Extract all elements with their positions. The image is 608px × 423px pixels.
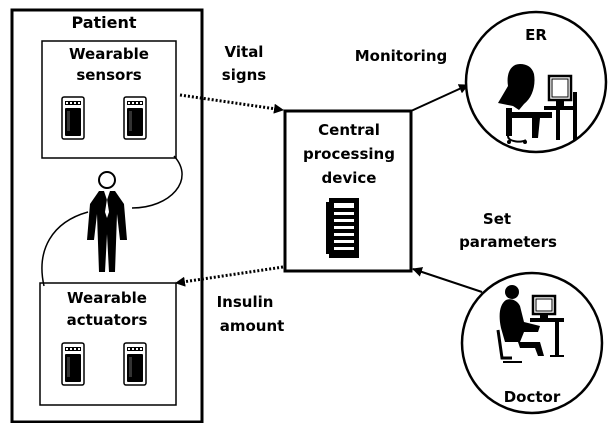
wearable-actuators-label-line2: actuators xyxy=(67,311,148,329)
monitoring-arrow xyxy=(410,84,469,112)
cpu-label-line2: processing xyxy=(303,145,395,163)
insulin-amount-arrow xyxy=(175,265,284,287)
doctor-at-computer-icon xyxy=(496,285,564,363)
patient-title: Patient xyxy=(71,13,136,32)
cpu-label-line1: Central xyxy=(318,121,380,139)
insulin-amount-label-line1: Insulin xyxy=(217,293,274,311)
wearable-device-icon xyxy=(61,96,85,140)
wearable-device-icon xyxy=(61,342,85,386)
sensor-wire xyxy=(131,155,183,209)
set-parameters-arrow xyxy=(412,267,483,293)
server-tower-icon xyxy=(326,198,359,258)
actuator-wire xyxy=(41,211,89,287)
vital-signs-label-line2: signs xyxy=(222,66,266,84)
wearable-actuators-label-line1: Wearable xyxy=(67,289,147,307)
person-icon xyxy=(87,171,127,272)
er-operator-icon xyxy=(498,64,577,144)
set-parameters-label-line2: parameters xyxy=(459,233,557,251)
monitoring-label: Monitoring xyxy=(355,47,447,65)
vital-signs-label-line1: Vital xyxy=(225,43,264,61)
cpu-label-line3: device xyxy=(322,169,377,187)
er-label: ER xyxy=(525,26,547,44)
wearable-sensors-label-line2: sensors xyxy=(76,66,141,84)
insulin-amount-label-line2: amount xyxy=(220,317,285,335)
wearable-sensors-label-line1: Wearable xyxy=(69,45,149,63)
wearable-device-icon xyxy=(123,342,147,386)
patient-box xyxy=(10,8,204,423)
set-parameters-label-line1: Set xyxy=(483,210,511,228)
vital-signs-arrow xyxy=(179,93,284,114)
doctor-label: Doctor xyxy=(504,388,561,406)
wearable-device-icon xyxy=(123,96,147,140)
er-circle xyxy=(464,10,608,154)
